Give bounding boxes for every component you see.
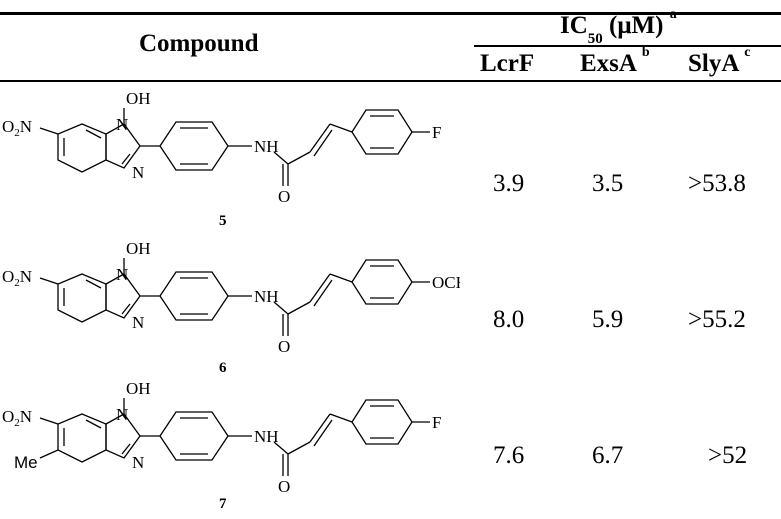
- n-label: N: [132, 453, 144, 472]
- column-header-slya: SlyA c: [688, 44, 751, 77]
- n-label: N: [132, 163, 144, 182]
- n-label: N: [116, 265, 128, 284]
- carbonyl-o-label: O: [278, 477, 290, 496]
- structure-compound-5: O2N OH N N NH O F: [2, 89, 441, 206]
- lcrf-value: 3.9: [493, 170, 525, 197]
- slya-value: >53.8: [688, 170, 746, 197]
- carbonyl-o-label: O: [278, 337, 290, 356]
- header-rule: [0, 80, 781, 82]
- nitro-label: O2N: [2, 407, 32, 429]
- methyl-label: Me: [14, 453, 38, 472]
- compound-number: 7: [219, 496, 227, 512]
- ic50-header: IC50 (μM) a: [560, 6, 677, 47]
- hydroxyl-label: OH: [126, 239, 151, 258]
- slya-value: >52: [708, 442, 748, 469]
- amide-nh-label: NH: [254, 137, 279, 156]
- compound-number: 6: [219, 360, 227, 376]
- hydroxyl-label: OH: [126, 89, 151, 108]
- n-label: N: [116, 115, 128, 134]
- lcrf-value: 7.6: [493, 442, 525, 469]
- lcrf-value: 8.0: [493, 306, 525, 333]
- carbonyl-o-label: O: [278, 187, 290, 206]
- substituent-label: F: [432, 123, 441, 142]
- column-header-lcrf: LcrF: [480, 50, 535, 77]
- hydroxyl-label: OH: [126, 379, 151, 398]
- n-label: N: [116, 405, 128, 424]
- exsa-value: 6.7: [592, 442, 624, 469]
- substituent-label: OCH3: [432, 273, 460, 295]
- top-rule: [0, 12, 781, 15]
- nitro-label: O2N: [2, 267, 32, 289]
- amide-nh-label: NH: [254, 287, 279, 306]
- structure-compound-7: O2N Me OH N N NH O F: [2, 379, 441, 496]
- structure-compound-6: O2N OH N N NH O OCH3: [2, 239, 460, 356]
- n-label: N: [132, 313, 144, 332]
- exsa-value: 3.5: [592, 170, 624, 197]
- ic50-underline: [474, 45, 781, 47]
- column-header-exsa: ExsA b: [580, 44, 650, 77]
- compound-number: 5: [219, 213, 227, 229]
- substituent-label: F: [432, 413, 441, 432]
- exsa-value: 5.9: [592, 306, 624, 333]
- slya-value: >55.2: [688, 306, 746, 333]
- compound-header: Compound: [139, 30, 259, 57]
- amide-nh-label: NH: [254, 427, 279, 446]
- nitro-label: O2N: [2, 117, 32, 139]
